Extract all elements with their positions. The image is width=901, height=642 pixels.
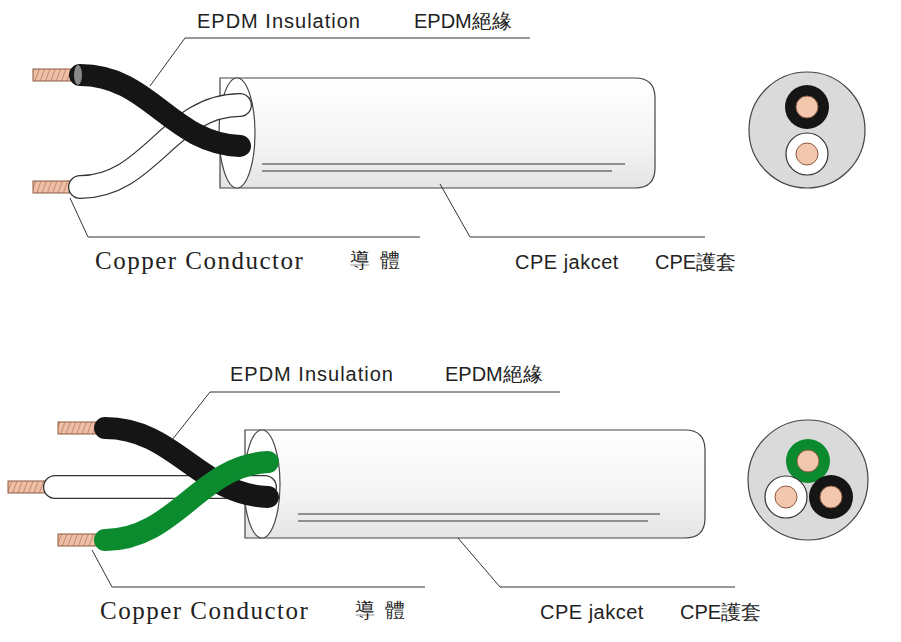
part-label: CPE jakcet [540,602,644,622]
part-label: CPE護套 [680,602,761,622]
part-label: Copper Conductor [95,248,304,273]
part-label: CPE jakcet [515,252,619,272]
part-label: CPE護套 [655,252,736,272]
part-label: Copper Conductor [100,598,309,623]
part-label: EPDM絕緣 [445,364,543,384]
part-label: EPDM絕緣 [414,11,512,31]
part-label: 導 體 [350,250,402,270]
part-label: 導 體 [355,600,407,620]
part-label: EPDM Insulation [197,11,361,31]
part-label: EPDM Insulation [230,364,394,384]
